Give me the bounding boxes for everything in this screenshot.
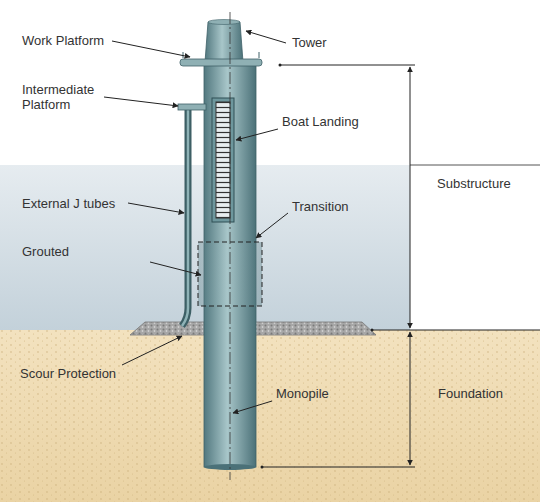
section-label: Substructure [437,176,511,191]
dimension-arrow [410,332,411,465]
boat-landing-ladder [216,102,230,218]
j-tube [182,104,188,326]
leader-line [128,203,184,213]
dot [279,64,282,67]
railing [259,52,260,58]
part-label: Grouted [22,244,69,259]
extension-line [262,467,415,468]
leader-line [233,401,272,413]
leader-line [122,336,182,365]
extension-line [280,65,415,66]
part-label: External J tubes [22,196,115,211]
dot [371,329,374,332]
tower-top [208,20,240,25]
leader-line [256,213,288,238]
work-platform [180,59,262,66]
extension-line [372,330,540,331]
part-label: Work Platform [22,33,104,48]
tower [205,22,243,62]
sea-level-line [410,165,540,166]
seabed [0,330,540,502]
leader-line [246,31,286,43]
j-tube-highlight [182,104,188,326]
leader-line [236,129,278,140]
part-label: Scour Protection [20,366,116,381]
section-label: Foundation [438,386,503,401]
boat-landing-frame [212,98,234,222]
leader-line [150,262,201,275]
leader-line [112,41,190,57]
part-label: Intermediate Platform [22,82,102,112]
part-label: Tower [292,35,327,50]
part-label: Boat Landing [282,114,359,129]
part-label: Transition [292,199,349,214]
centre-line [230,12,231,480]
leader-line [104,97,178,106]
dimension-arrow [410,67,411,328]
intermediate-platform [178,104,206,110]
dot [261,466,264,469]
seabed-texture [0,330,540,502]
part-label: Monopile [276,386,329,401]
